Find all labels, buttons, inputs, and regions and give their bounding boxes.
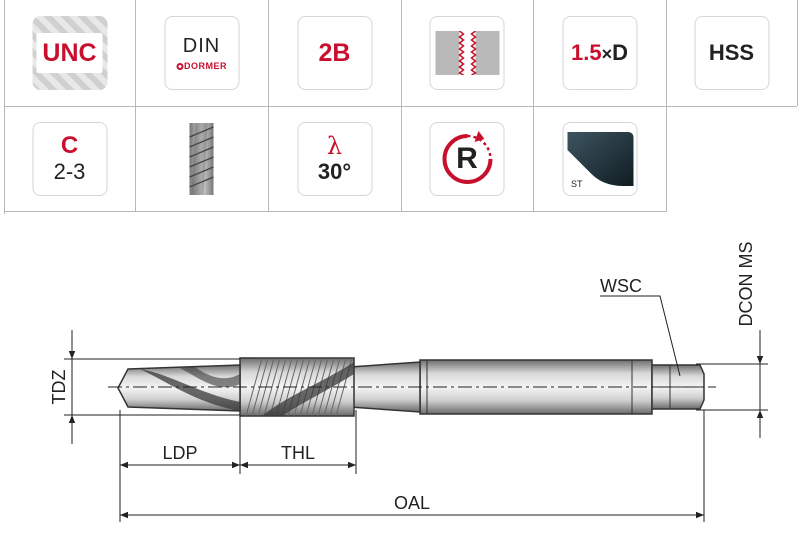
helix-cell: λ 30° xyxy=(268,106,401,212)
drill-point xyxy=(117,364,241,412)
tdz-label: TDZ xyxy=(49,370,69,405)
dormer-brand: DORMER xyxy=(184,61,227,71)
wsc-leader: WSC xyxy=(600,276,681,377)
dormer-logo: DORMER xyxy=(176,61,227,71)
din-cell: DIN DORMER xyxy=(135,0,268,106)
material-cell: HSS xyxy=(666,0,797,106)
tdz-dimension: TDZ xyxy=(49,330,76,444)
thl-label: THL xyxy=(281,443,315,463)
wsc-label: WSC xyxy=(600,276,642,296)
tolerance-icon: 2B xyxy=(297,16,372,90)
chamfer-threads: 2-3 xyxy=(53,159,86,184)
rotation-icon: R xyxy=(429,122,505,196)
flute-type-icon xyxy=(164,122,239,196)
helix-icon: λ 30° xyxy=(297,122,372,196)
chamfer-cell: C 2-3 xyxy=(4,106,135,212)
coating-cell: ST xyxy=(533,106,666,212)
rotation-letter: R xyxy=(456,142,478,175)
ldp-dimension: LDP xyxy=(120,443,240,469)
thread-form-icon xyxy=(429,16,505,90)
helix-symbol: λ xyxy=(326,132,343,160)
oal-dimension: OAL xyxy=(120,493,704,519)
coating-swatch-icon xyxy=(567,132,634,186)
material-icon: HSS xyxy=(694,16,769,90)
thl-dimension: THL xyxy=(240,443,356,469)
dcon-dimension: DCON MS xyxy=(736,242,764,438)
depth-icon: 1.5×D xyxy=(562,16,637,90)
thread-standard-icon: UNC xyxy=(32,16,107,90)
spiral-flute-icon xyxy=(189,123,214,195)
chamfer-icon: C 2-3 xyxy=(32,122,107,196)
material-label: HSS xyxy=(708,40,755,65)
coating-label: ST xyxy=(571,179,583,189)
din-icon: DIN DORMER xyxy=(164,16,239,90)
depth-unit: D xyxy=(612,40,628,65)
thread-standard-cell: UNC xyxy=(4,0,135,106)
depth-value: 1.5 xyxy=(571,40,602,65)
extension-lines xyxy=(64,358,768,522)
dcon-label: DCON MS xyxy=(736,242,756,327)
flute-type-cell xyxy=(135,106,268,212)
coating-icon: ST xyxy=(562,122,637,196)
depth-label: 1.5×D xyxy=(571,40,628,65)
din-label: DIN xyxy=(182,35,221,57)
chamfer-form: C xyxy=(60,132,79,159)
tolerance-cell: 2B xyxy=(268,0,401,106)
tolerance-label: 2B xyxy=(319,39,351,68)
thread-form-cell xyxy=(401,0,533,106)
ldp-label: LDP xyxy=(162,443,197,463)
thread-profile-icon xyxy=(435,31,499,75)
oal-label: OAL xyxy=(394,493,430,513)
tolerance-value: 2B xyxy=(318,38,351,67)
helix-angle: 30° xyxy=(317,159,352,184)
right-hand-rotation-icon: R xyxy=(438,130,496,188)
tool-drawing: TDZ DCON MS WSC LDP THL OAL xyxy=(49,242,768,522)
depth-cell: 1.5×D xyxy=(533,0,666,106)
rotation-cell: R xyxy=(401,106,533,212)
thread-standard-label: UNC xyxy=(36,33,103,73)
